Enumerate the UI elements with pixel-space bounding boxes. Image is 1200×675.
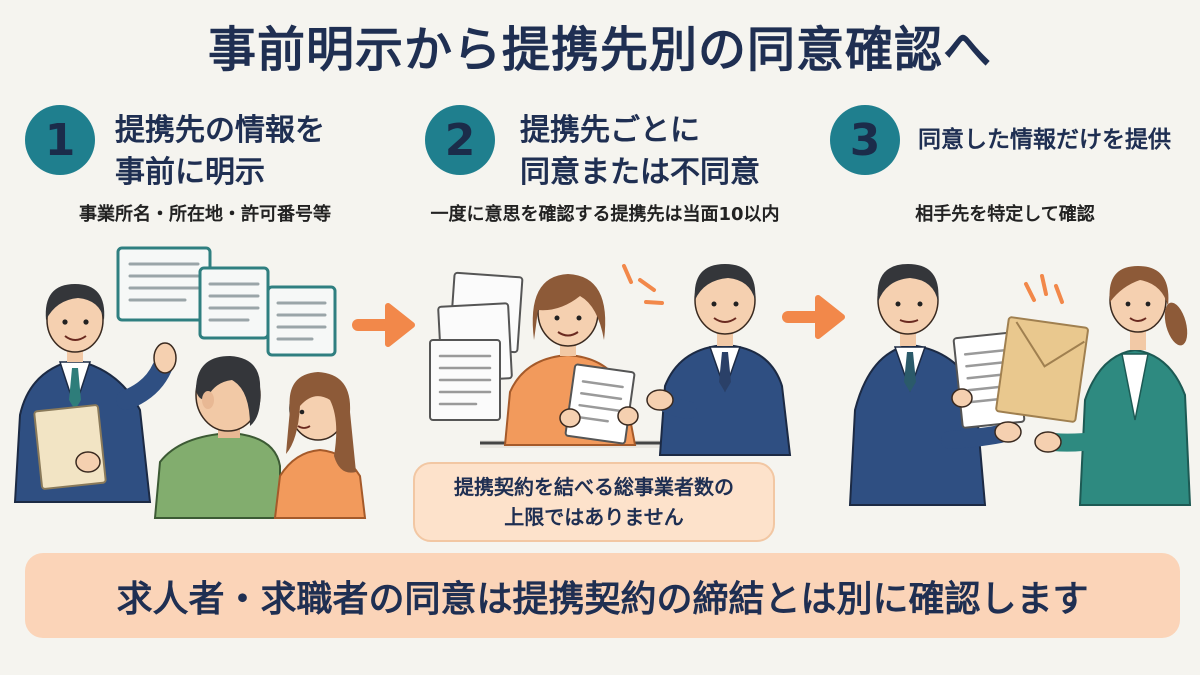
sparkle-icon [1024, 274, 1064, 304]
document-stack-icon [429, 271, 524, 421]
arrow-right-icon [782, 295, 845, 339]
business-partner-man [646, 264, 792, 456]
document-icon [116, 246, 212, 322]
document-icon [564, 363, 636, 445]
note-box: 提携契約を結べる総事業者数の 上限ではありません [413, 462, 775, 542]
arrow-right-icon [352, 303, 415, 347]
step-3-number: 3 [830, 105, 900, 175]
envelope-icon [995, 316, 1089, 423]
document-icon [266, 285, 337, 357]
step-3-title: 同意した情報だけを提供 [918, 124, 1171, 156]
document-icon [198, 266, 270, 340]
jobseeker-man [153, 356, 281, 519]
note-line: 上限ではありません [504, 505, 684, 529]
step-1-title: 提携先の情報を 事前に明示 [115, 110, 325, 194]
step-3-illustration [848, 264, 1192, 506]
step-1-subtitle: 事業所名・所在地・許可番号等 [79, 204, 331, 225]
step-3-subtitle: 相手先を特定して確認 [915, 204, 1095, 225]
step-2-title-line: 提携先ごとに [520, 113, 700, 148]
recipient-woman [1034, 266, 1192, 506]
jobseeker-woman [273, 372, 367, 519]
jobseeker-woman-reading [503, 274, 639, 446]
sparkle-icon [622, 264, 664, 305]
summary-banner-text: 求人者・求職者の同意は提携契約の締結とは別に確認します [116, 578, 1089, 620]
folder-icon [33, 404, 107, 490]
step-2-illustration [429, 264, 792, 456]
step-1-illustration [13, 246, 367, 519]
step-2-title: 提携先ごとに 同意または不同意 [520, 110, 760, 194]
step-1-number: 1 [25, 105, 95, 175]
step-3-title-line: 同意した情報だけを提供 [918, 127, 1171, 153]
summary-banner: 求人者・求職者の同意は提携契約の締結とは別に確認します [25, 553, 1180, 638]
step-1-title-line: 提携先の情報を [115, 113, 325, 148]
note-line: 提携契約を結べる総事業者数の [454, 475, 734, 499]
businessman-presenter [13, 284, 177, 503]
page-title: 事前明示から提携先別の同意確認へ [207, 22, 992, 78]
step-2-subtitle: 一度に意思を確認する提携先は当面10以内 [430, 204, 780, 225]
step-2-title-line: 同意または不同意 [520, 155, 760, 190]
step-1-title-line: 事前に明示 [115, 155, 265, 190]
businessman-provider [848, 264, 1026, 506]
step-2-number: 2 [425, 105, 495, 175]
